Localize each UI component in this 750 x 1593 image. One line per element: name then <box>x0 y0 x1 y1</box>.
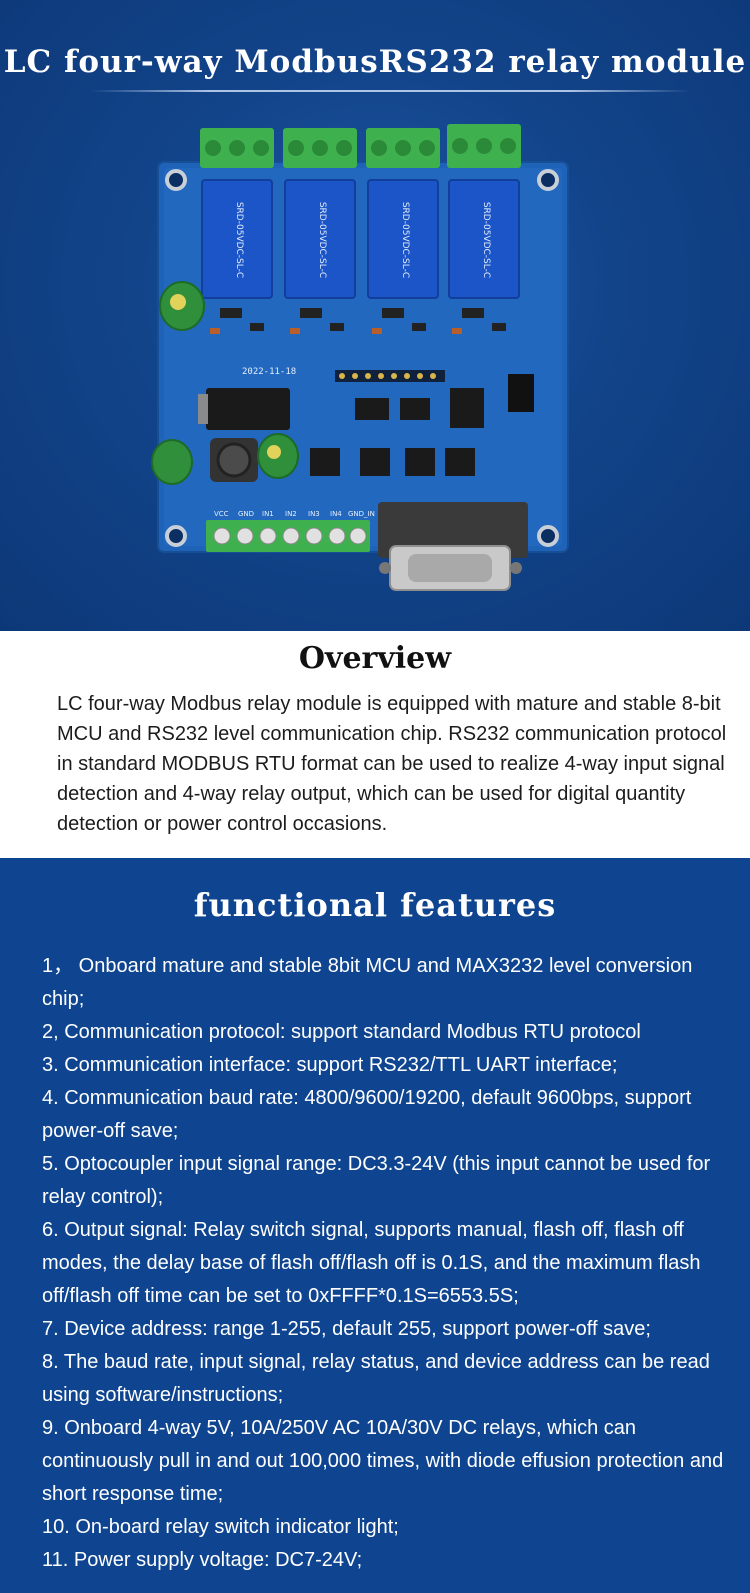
feature-item: 11. Power supply voltage: DC7-24V; <box>42 1549 363 1571</box>
feature-item: 10. On-board relay switch indicator ligh… <box>42 1516 399 1538</box>
title-underline <box>90 90 690 92</box>
terminal-label-vcc: VCC <box>214 510 229 518</box>
feature-item: 5. Optocoupler input signal range: DC3.3… <box>42 1153 711 1208</box>
relay-module-photo: SRD-05VDC-SL-C SRD-05VDC-SL-C SRD-05VDC-… <box>151 124 569 591</box>
page-title: LC four-way ModbusRS232 relay module <box>3 44 747 80</box>
optocouplers <box>310 448 475 476</box>
smd-components <box>210 308 506 334</box>
mounting-holes <box>165 169 559 547</box>
relay-label: SRD-05VDC-SL-C <box>317 202 327 278</box>
feature-item: 6. Output signal: Relay switch signal, s… <box>42 1219 701 1307</box>
feature-item: 4. Communication baud rate: 4800/9600/19… <box>42 1087 692 1142</box>
feature-item: 1， Onboard mature and stable 8bit MCU an… <box>42 955 693 1010</box>
terminal-labels: VCC GND IN1 IN2 IN3 IN4 GND_IN <box>214 510 375 518</box>
input-terminal-block <box>206 520 370 552</box>
db9-connector <box>378 502 528 591</box>
relay-output-terminals <box>200 124 521 168</box>
board-date-label: 2022-11-18 <box>242 367 296 377</box>
hero-banner: LC four-way ModbusRS232 relay module <box>0 0 750 631</box>
ic-chips <box>355 388 484 428</box>
features-heading: functional features <box>193 886 557 924</box>
feature-item: 9. Onboard 4-way 5V, 10A/250V AC 10A/30V… <box>42 1417 724 1505</box>
feature-item: 2, Communication protocol: support stand… <box>42 1021 641 1043</box>
inductor <box>210 438 258 482</box>
overview-paragraph: LC four-way Modbus relay module is equip… <box>57 693 727 835</box>
terminal-label-in1: IN1 <box>262 510 274 518</box>
features-list: 1， Onboard mature and stable 8bit MCU an… <box>42 950 732 1577</box>
overview-heading: Overview <box>298 641 452 676</box>
features-section: functional features 1， Onboard mature an… <box>0 858 750 1593</box>
relay-label: SRD-05VDC-SL-C <box>481 202 491 278</box>
capacitor <box>151 433 299 485</box>
jumper-header <box>508 374 534 412</box>
voltage-regulator <box>198 388 290 430</box>
terminal-label-in3: IN3 <box>308 510 320 518</box>
relay-label: SRD-05VDC-SL-C <box>400 202 410 278</box>
terminal-label-in4: IN4 <box>330 510 342 518</box>
terminal-label-in2: IN2 <box>285 510 297 518</box>
relay-label: SRD-05VDC-SL-C <box>234 202 244 278</box>
relays: SRD-05VDC-SL-C SRD-05VDC-SL-C SRD-05VDC-… <box>201 179 520 299</box>
overview-section: Overview LC four-way Modbus relay module… <box>0 631 750 858</box>
feature-item: 8. The baud rate, input signal, relay st… <box>42 1351 710 1406</box>
pin-header <box>335 370 445 382</box>
capacitor <box>159 281 205 331</box>
feature-item: 3. Communication interface: support RS23… <box>42 1054 618 1076</box>
feature-item: 7. Device address: range 1-255, default … <box>42 1318 651 1340</box>
terminal-label-gnd-in: GND_IN <box>348 510 375 518</box>
terminal-label-gnd: GND <box>238 510 254 518</box>
